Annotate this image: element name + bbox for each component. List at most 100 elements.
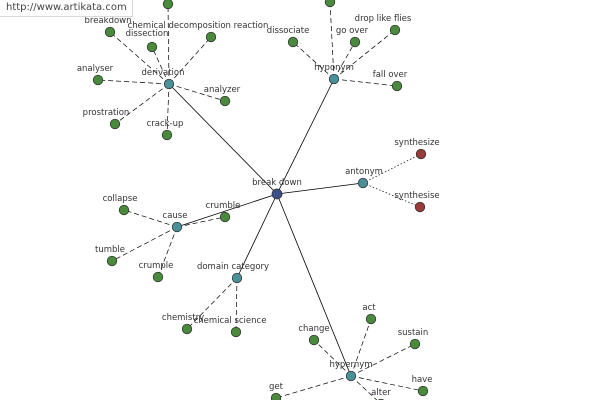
leaf-node-breakdown-dot[interactable] [104,26,116,38]
leaf-node-have-dot[interactable] [417,385,429,397]
leaf-node-have[interactable]: have [412,375,433,397]
edge-cause-l18 [111,226,178,262]
leaf-node-tumble[interactable]: tumble [95,245,125,267]
leaf-node-synthesise[interactable]: synthesise [394,191,440,213]
leaf-node-chemistry[interactable]: chemistry [162,313,204,335]
edge-dom-l20 [186,277,238,330]
leaf-node-synthesize-dot[interactable] [415,148,427,160]
leaf-node-act-dot[interactable] [365,313,377,325]
leaf-node-drop-like-flies-label: drop like flies [355,14,412,24]
leaf-node-dissection-label: dissection [126,29,169,39]
relation-node-hyponym[interactable]: hyponym [314,63,354,85]
graph-edges [97,1,424,400]
leaf-node-fall-over-label: fall over [373,70,408,80]
edge-center-dom [236,193,278,279]
leaf-node-synthesise-label: synthesise [394,191,439,201]
leaf-node-get[interactable]: get [269,382,284,400]
leaf-node-crumble-label: crumble [206,201,241,211]
leaf-node-dissection-dot[interactable] [205,31,217,43]
relation-node-hypernym[interactable]: hypernym [329,360,373,382]
leaf-node-crumple-dot[interactable] [152,271,164,283]
edge-hypo-l11 [333,29,396,80]
leaf-node-prostration[interactable]: prostration [83,108,130,130]
leaf-node-dissociate[interactable]: dissociate [267,26,310,48]
relation-node-domain-category[interactable]: domain category [197,262,269,284]
leaf-node-change[interactable]: change [298,324,330,346]
leaf-node-act[interactable]: act [362,303,377,325]
relation-node-cause-dot[interactable] [171,221,183,233]
leaf-node-crack-up-dot[interactable] [161,129,173,141]
site-url-watermark[interactable]: http://www.artikata.com [0,0,133,17]
relation-node-cause-label: cause [163,211,188,221]
edge-hyper-l24 [350,343,416,377]
leaf-node-breakdown[interactable]: breakdown [85,16,132,38]
leaf-node-dissociate-dot[interactable] [287,36,299,48]
relation-node-hyponym-dot[interactable] [328,73,340,85]
leaf-node-l13-dot[interactable] [324,0,336,8]
leaf-node-drop-like-flies[interactable]: drop like flies [355,14,412,36]
leaf-node-change-dot[interactable] [308,334,320,346]
leaf-node-analyser-dot[interactable] [92,74,104,86]
leaf-node-analyzer[interactable]: analyzer [204,85,241,107]
leaf-node-chemical-decomposition-reaction-label: chemical decomposition reaction [128,21,269,31]
relation-node-derivation[interactable]: derivation [141,68,185,90]
relation-node-hypernym-label: hypernym [329,360,372,370]
leaf-node-sustain[interactable]: sustain [398,328,429,350]
leaf-node-synthesise-dot[interactable] [414,201,426,213]
leaf-node-fall-over-dot[interactable] [391,80,403,92]
relation-node-antonym[interactable]: antonym [345,167,383,189]
edge-center-hyper [276,193,352,377]
leaf-node-analyser-label: analyser [77,64,114,74]
edge-cause-l17 [176,216,226,228]
leaf-node-go-over-dot[interactable] [349,36,361,48]
edge-der-l1 [109,31,170,85]
edge-der-l5 [168,83,226,102]
relation-node-antonym-dot[interactable] [357,177,369,189]
leaf-node-collapse[interactable]: collapse [103,194,138,216]
edge-hyper-l22 [313,339,352,377]
leaf-node-l13[interactable] [324,0,336,8]
relation-node-hypernym-dot[interactable] [345,370,357,382]
leaf-node-have-label: have [412,375,433,385]
center-node-break-down-dot[interactable] [271,188,283,200]
leaf-node-synthesize[interactable]: synthesize [394,138,440,160]
relation-node-domain-category-dot[interactable] [231,272,243,284]
leaf-node-analyzer-dot[interactable] [219,95,231,107]
edge-hypo-l13 [329,1,335,80]
leaf-node-prostration-dot[interactable] [109,118,121,130]
center-node-break-down[interactable]: break down [252,178,302,200]
leaf-node-alter[interactable]: alter [371,388,391,400]
relation-node-cause[interactable]: cause [163,211,188,233]
leaf-node-chemical-science-dot[interactable] [230,326,242,338]
leaf-node-crumble[interactable]: crumble [206,201,241,223]
leaf-node-chemical-decomposition-reaction[interactable]: chemical decomposition reaction [128,21,269,53]
edge-hypo-l9 [292,41,335,80]
edge-hyper-l27 [350,375,378,400]
leaf-node-chemical-decomposition-reaction-dot[interactable] [146,41,158,53]
leaf-node-crack-up[interactable]: crack-up [147,119,184,141]
leaf-node-go-over[interactable]: go over [336,26,369,48]
leaf-node-chemical-science[interactable]: chemical science [194,316,267,338]
edge-center-ant [276,182,364,195]
edge-der-l8 [167,3,170,85]
leaf-node-analyser[interactable]: analyser [77,64,114,86]
relation-node-derivation-dot[interactable] [163,78,175,90]
leaf-node-drop-like-flies-dot[interactable] [389,24,401,36]
edge-cause-l16 [123,209,178,228]
leaf-node-get-dot[interactable] [270,392,282,400]
leaf-node-l8[interactable] [162,0,174,10]
leaf-node-collapse-dot[interactable] [118,204,130,216]
leaf-node-breakdown-label: breakdown [85,16,132,26]
center-node-break-down-label: break down [252,178,302,188]
leaf-node-fall-over[interactable]: fall over [373,70,408,92]
leaf-node-dissection[interactable]: dissection [126,29,217,43]
leaf-node-tumble-dot[interactable] [106,255,118,267]
edge-center-der [168,83,278,195]
edge-cause-l19 [157,226,178,278]
leaf-node-crumble-dot[interactable] [219,211,231,223]
leaf-node-l8-dot[interactable] [162,0,174,10]
leaf-node-crumple[interactable]: crumple [139,261,174,283]
leaf-node-sustain-dot[interactable] [409,338,421,350]
leaf-node-chemistry-dot[interactable] [181,323,193,335]
